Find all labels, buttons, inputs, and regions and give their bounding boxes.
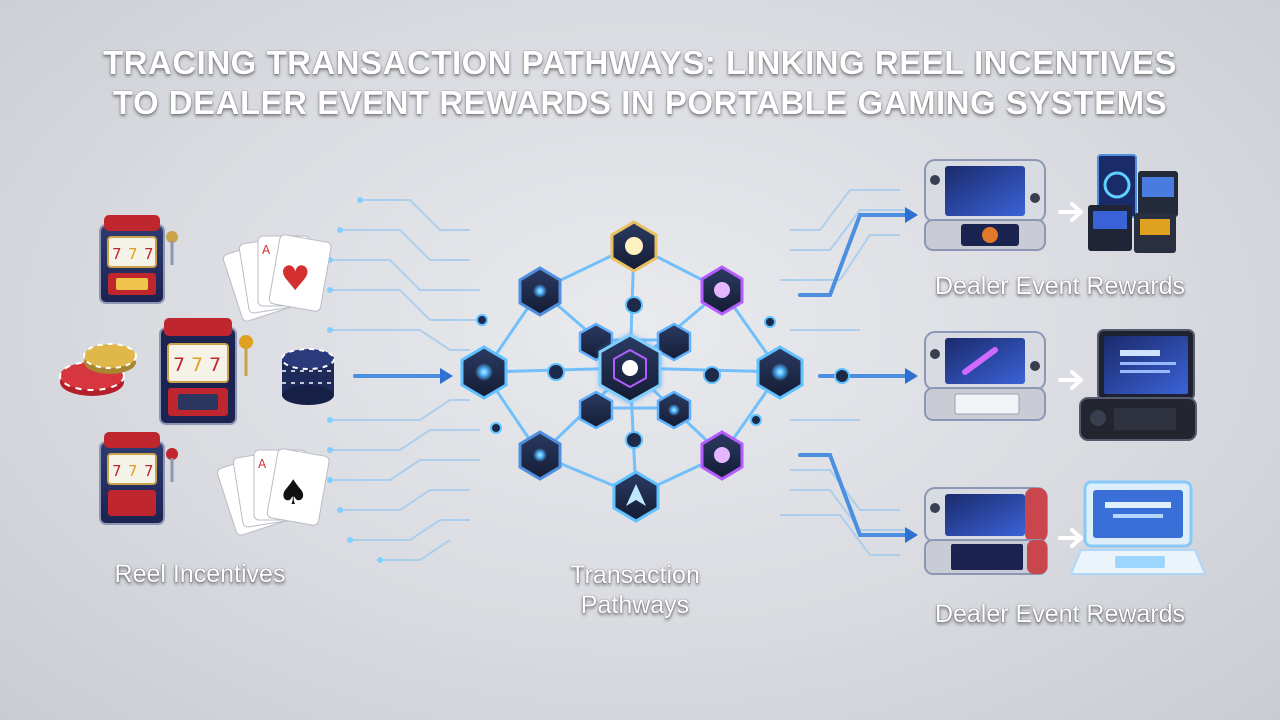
node-inner-se	[656, 390, 692, 430]
page-title-line-1: TRACING TRANSACTION PATHWAYS: LINKING RE…	[103, 44, 1177, 81]
label-transaction-line-1: Transaction	[570, 561, 700, 589]
label-dealer-event-rewards-bottom: Dealer Event Rewards	[934, 600, 1186, 628]
svg-text:7: 7	[112, 245, 122, 263]
svg-text:7: 7	[144, 462, 154, 480]
svg-text:7: 7	[209, 354, 221, 376]
svg-text:♠: ♠	[278, 473, 308, 513]
handheld-console-icon	[924, 487, 1048, 575]
casino-chips-icon	[281, 348, 335, 405]
svg-text:7: 7	[112, 462, 122, 480]
svg-text:7: 7	[173, 354, 185, 376]
left-circuit-traces	[330, 199, 480, 561]
slot-machine-icon: 7 7 7	[159, 318, 253, 425]
label-transaction-line-2: Pathways	[580, 591, 690, 619]
svg-text:♥: ♥	[280, 259, 310, 299]
page-title-line-2: TO DEALER EVENT REWARDS IN PORTABLE GAMI…	[112, 84, 1168, 121]
svg-text:7: 7	[128, 245, 138, 263]
node-top	[610, 220, 658, 273]
svg-text:A: A	[262, 243, 271, 257]
node-upper-right	[700, 265, 744, 316]
connector-dots	[476, 296, 850, 449]
game-box-icon	[1088, 154, 1178, 253]
playing-cards-icon: ♥ A	[222, 234, 332, 322]
node-lower-left	[518, 430, 562, 481]
label-dealer-event-rewards-top: Dealer Event Rewards	[934, 272, 1186, 300]
holographic-tablet-icon	[1069, 480, 1207, 575]
handheld-console-icon	[924, 159, 1046, 251]
slot-machine-icon: 7 7 7	[99, 432, 178, 525]
handheld-pc-icon	[1079, 329, 1197, 441]
casino-chips-icon	[59, 343, 137, 396]
node-upper-left	[518, 266, 562, 317]
slot-machine-icon: 7 7 7	[99, 215, 178, 304]
small-arrows	[1058, 202, 1083, 548]
svg-text:A: A	[258, 457, 267, 471]
arrow-heads	[440, 207, 918, 543]
node-right	[756, 345, 804, 400]
label-transaction-pathways: Transaction Pathways	[530, 560, 740, 620]
left-trace-dots	[327, 197, 383, 563]
node-inner-sw	[578, 390, 614, 430]
svg-text:7: 7	[128, 462, 138, 480]
handheld-console-icon	[924, 331, 1046, 421]
playing-cards-icon: ♠ A	[216, 448, 330, 536]
label-reel-incentives: Reel Incentives	[114, 560, 286, 588]
node-bottom	[612, 470, 660, 523]
node-lower-right	[700, 430, 744, 481]
network-nodes	[460, 220, 850, 523]
svg-text:7: 7	[191, 354, 203, 376]
node-left	[460, 345, 508, 400]
right-circuit-traces	[780, 189, 910, 556]
node-inner-ne	[656, 322, 692, 362]
svg-text:7: 7	[144, 245, 154, 263]
node-center	[598, 332, 662, 405]
